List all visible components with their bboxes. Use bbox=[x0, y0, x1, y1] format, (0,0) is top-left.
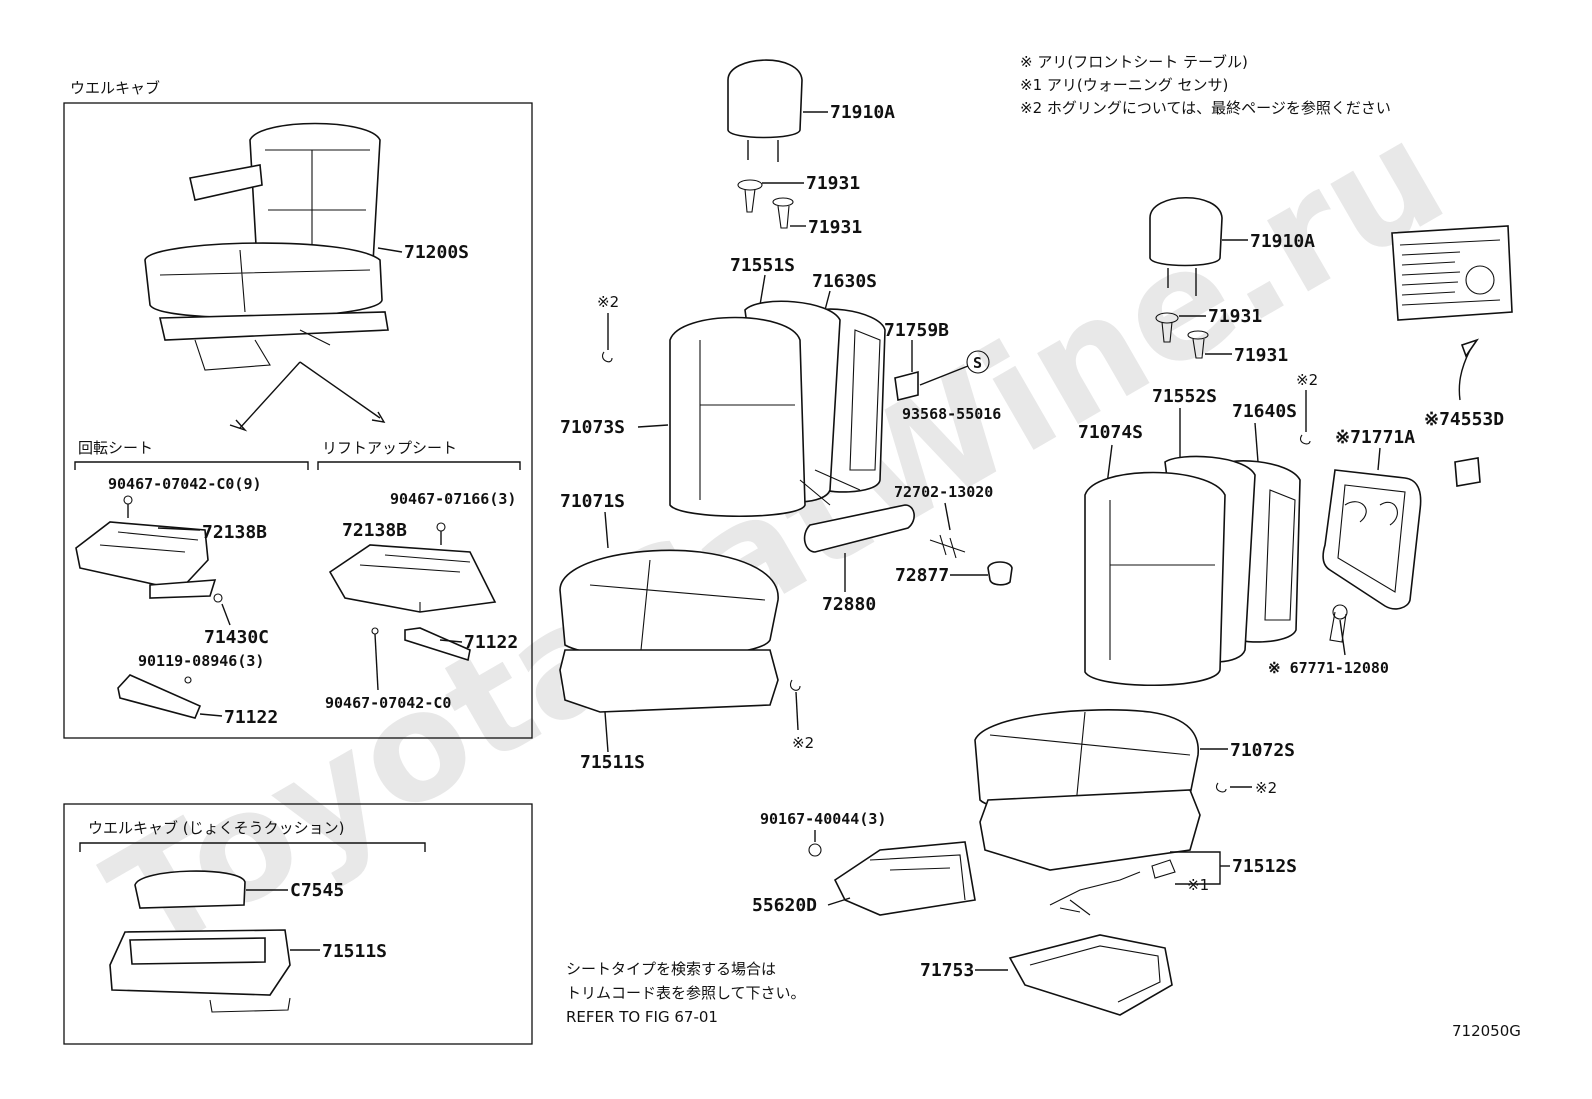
part-label-C7545: C7545 bbox=[290, 880, 344, 901]
part-label-72138B-a: 72138B bbox=[202, 522, 267, 543]
hog-ring-mark-b: ※2 bbox=[792, 734, 814, 752]
part-label-71511S-a: 71511S bbox=[322, 941, 387, 962]
caution-label-illustration bbox=[1391, 225, 1513, 487]
swivel-seat-label: 回転シート bbox=[78, 439, 153, 457]
welcab-seat-illustration bbox=[144, 122, 389, 432]
part-label-71071S: 71071S bbox=[560, 491, 625, 512]
part-label-71511S-b: 71511S bbox=[580, 752, 645, 773]
part-label-90467-07042-C0-9: 90467-07042-C0(9) bbox=[108, 475, 262, 493]
tray-55620D-illustration bbox=[808, 841, 976, 916]
part-label-74553D: ※74553D bbox=[1424, 409, 1504, 430]
part-label-71630S: 71630S bbox=[812, 271, 877, 292]
cushion-illustration bbox=[109, 870, 291, 1013]
part-label-71512S: 71512S bbox=[1232, 856, 1297, 877]
part-label-71552S: 71552S bbox=[1152, 386, 1217, 407]
part-label-72880: 72880 bbox=[822, 594, 876, 615]
part-label-72138B-b: 72138B bbox=[342, 520, 407, 541]
note-1: ※ アリ(フロントシート テーブル) bbox=[1020, 53, 1248, 71]
part-label-71753: 71753 bbox=[920, 960, 974, 981]
sensor-mark: ※1 bbox=[1187, 876, 1209, 894]
seatback-center-illustration bbox=[669, 300, 886, 517]
part-label-71759B: 71759B bbox=[884, 320, 949, 341]
hog-ring-mark-d: ※2 bbox=[1255, 779, 1277, 797]
search-note-line-3: REFER TO FIG 67-01 bbox=[566, 1008, 718, 1026]
note-3: ※2 ホグリングについては、最終ページを参照ください bbox=[1020, 99, 1391, 117]
part-label-93568-55016: 93568-55016 bbox=[902, 405, 1001, 423]
liftup-base-illustration bbox=[328, 522, 497, 691]
part-label-71640S: 71640S bbox=[1232, 401, 1297, 422]
welcab-box-title: ウエルキャブ bbox=[70, 79, 160, 97]
seatback-right-illustration bbox=[1084, 455, 1301, 687]
table-71771A-illustration bbox=[1322, 469, 1422, 610]
part-label-71931-c: 71931 bbox=[1208, 306, 1262, 327]
part-label-71074S: 71074S bbox=[1078, 422, 1143, 443]
part-label-71551S: 71551S bbox=[730, 255, 795, 276]
cushion-box-title: ウエルキャブ (じょくそうクッション) bbox=[88, 819, 344, 837]
part-label-55620D: 55620D bbox=[752, 895, 817, 916]
headrest-a-illustration bbox=[727, 59, 803, 162]
part-label-71771A: ※71771A bbox=[1335, 427, 1415, 448]
search-note-line-1: シートタイプを検索する場合は bbox=[566, 960, 776, 978]
part-label-71122-b: 71122 bbox=[464, 632, 518, 653]
guide-71931-b bbox=[1155, 312, 1209, 359]
note-2: ※1 アリ(ウォーニング センサ) bbox=[1020, 76, 1228, 94]
bolt-67771-illustration bbox=[1329, 604, 1348, 643]
part-label-71430C: 71430C bbox=[204, 627, 269, 648]
part-label-71122-a: 71122 bbox=[224, 707, 278, 728]
guide-71931-a bbox=[737, 179, 794, 229]
seat-cushion-center-illustration bbox=[559, 549, 779, 713]
standard-part-mark: S bbox=[973, 354, 982, 372]
headrest-b-illustration bbox=[1149, 196, 1223, 296]
part-label-71931-d: 71931 bbox=[1234, 345, 1288, 366]
part-label-71910A-b: 71910A bbox=[1250, 231, 1315, 252]
cushion-box bbox=[63, 803, 533, 1045]
part-label-71200S: 71200S bbox=[404, 242, 469, 263]
part-label-90467-07166: 90467-07166(3) bbox=[390, 490, 516, 508]
part-label-67771-12080: ※ 67771-12080 bbox=[1268, 659, 1389, 677]
part-label-90167-40044: 90167-40044(3) bbox=[760, 810, 886, 828]
clip-71759B-illustration bbox=[894, 370, 919, 401]
swivel-base-illustration bbox=[75, 495, 223, 603]
bracket-71122-a-illustration bbox=[117, 674, 202, 719]
part-label-90119-08946: 90119-08946(3) bbox=[138, 652, 264, 670]
hog-ring-mark-c: ※2 bbox=[1296, 371, 1318, 389]
part-label-90467-07042-C0: 90467-07042-C0 bbox=[325, 694, 451, 712]
search-note-line-2: トリムコード表を参照して下さい。 bbox=[566, 984, 806, 1002]
part-label-71073S: 71073S bbox=[560, 417, 625, 438]
part-label-72702-13020: 72702-13020 bbox=[894, 483, 993, 501]
welcab-box bbox=[63, 102, 533, 739]
part-label-71931-a: 71931 bbox=[806, 173, 860, 194]
armrest-illustration bbox=[803, 504, 1013, 586]
figure-id: 712050G bbox=[1452, 1022, 1521, 1040]
seat-cushion-right-illustration bbox=[974, 709, 1201, 916]
liftup-seat-label: リフトアップシート bbox=[322, 439, 457, 457]
part-label-71931-b: 71931 bbox=[808, 217, 862, 238]
part-label-72877: 72877 bbox=[895, 565, 949, 586]
part-label-71910A-a: 71910A bbox=[830, 102, 895, 123]
standard-part-circle bbox=[966, 350, 990, 374]
hog-ring-mark-a: ※2 bbox=[597, 293, 619, 311]
part-label-71072S: 71072S bbox=[1230, 740, 1295, 761]
tray-71753-illustration bbox=[1008, 934, 1173, 1016]
